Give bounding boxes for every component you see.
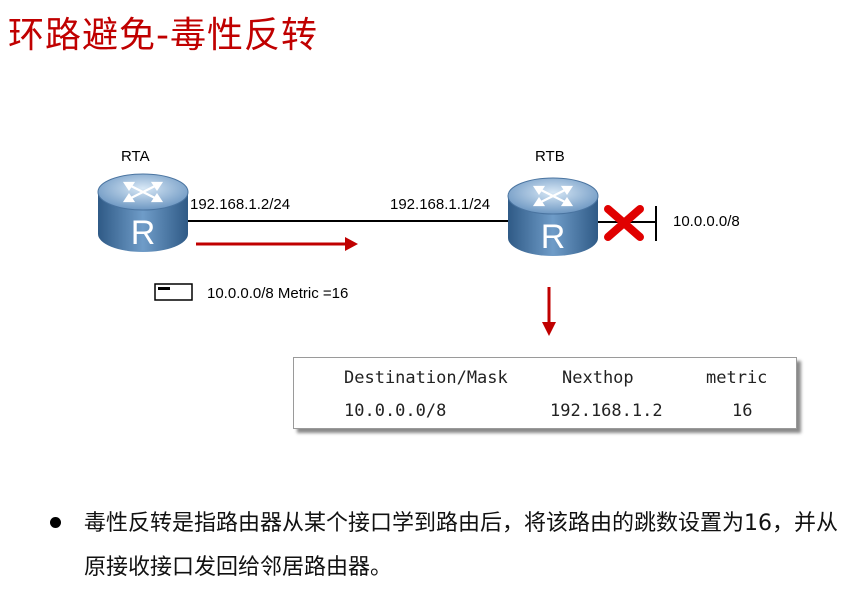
cell-nexthop: 192.168.1.2	[550, 401, 663, 421]
bullet-icon	[50, 517, 61, 528]
rta-interface-ip: 192.168.1.2/24	[190, 196, 291, 213]
update-packet-icon	[154, 283, 193, 301]
router-rtb-label: RTB	[535, 148, 565, 165]
svg-text:R: R	[541, 218, 566, 256]
header-metric: metric	[706, 368, 768, 388]
page-title: 环路避免-毒性反转	[8, 15, 318, 56]
router-icon: R	[507, 177, 599, 256]
cell-destination: 10.0.0.0/8	[344, 401, 447, 421]
bullet-text: 毒性反转是指路由器从某个接口学到路由后，将该路由的跳数设置为16，并从原接收接口…	[84, 511, 838, 580]
header-destination: Destination/Mask	[344, 368, 508, 388]
failed-network-label: 10.0.0.0/8	[673, 213, 740, 230]
failure-x-icon	[604, 205, 644, 241]
rtb-interface-ip: 192.168.1.1/24	[390, 196, 491, 213]
router-rta-label: RTA	[121, 148, 150, 165]
route-table: Destination/Mask Nexthop metric 10.0.0.0…	[293, 357, 797, 429]
table-pointer-arrow	[542, 287, 556, 336]
svg-text:R: R	[131, 214, 156, 252]
cell-metric: 16	[732, 401, 753, 421]
update-direction-arrow	[196, 237, 358, 251]
router-icon: R	[97, 173, 189, 252]
header-nexthop: Nexthop	[562, 368, 634, 388]
update-message: 10.0.0.0/8 Metric =16	[207, 285, 349, 302]
router-rtb: R	[505, 172, 601, 260]
router-rta: R	[95, 168, 191, 256]
